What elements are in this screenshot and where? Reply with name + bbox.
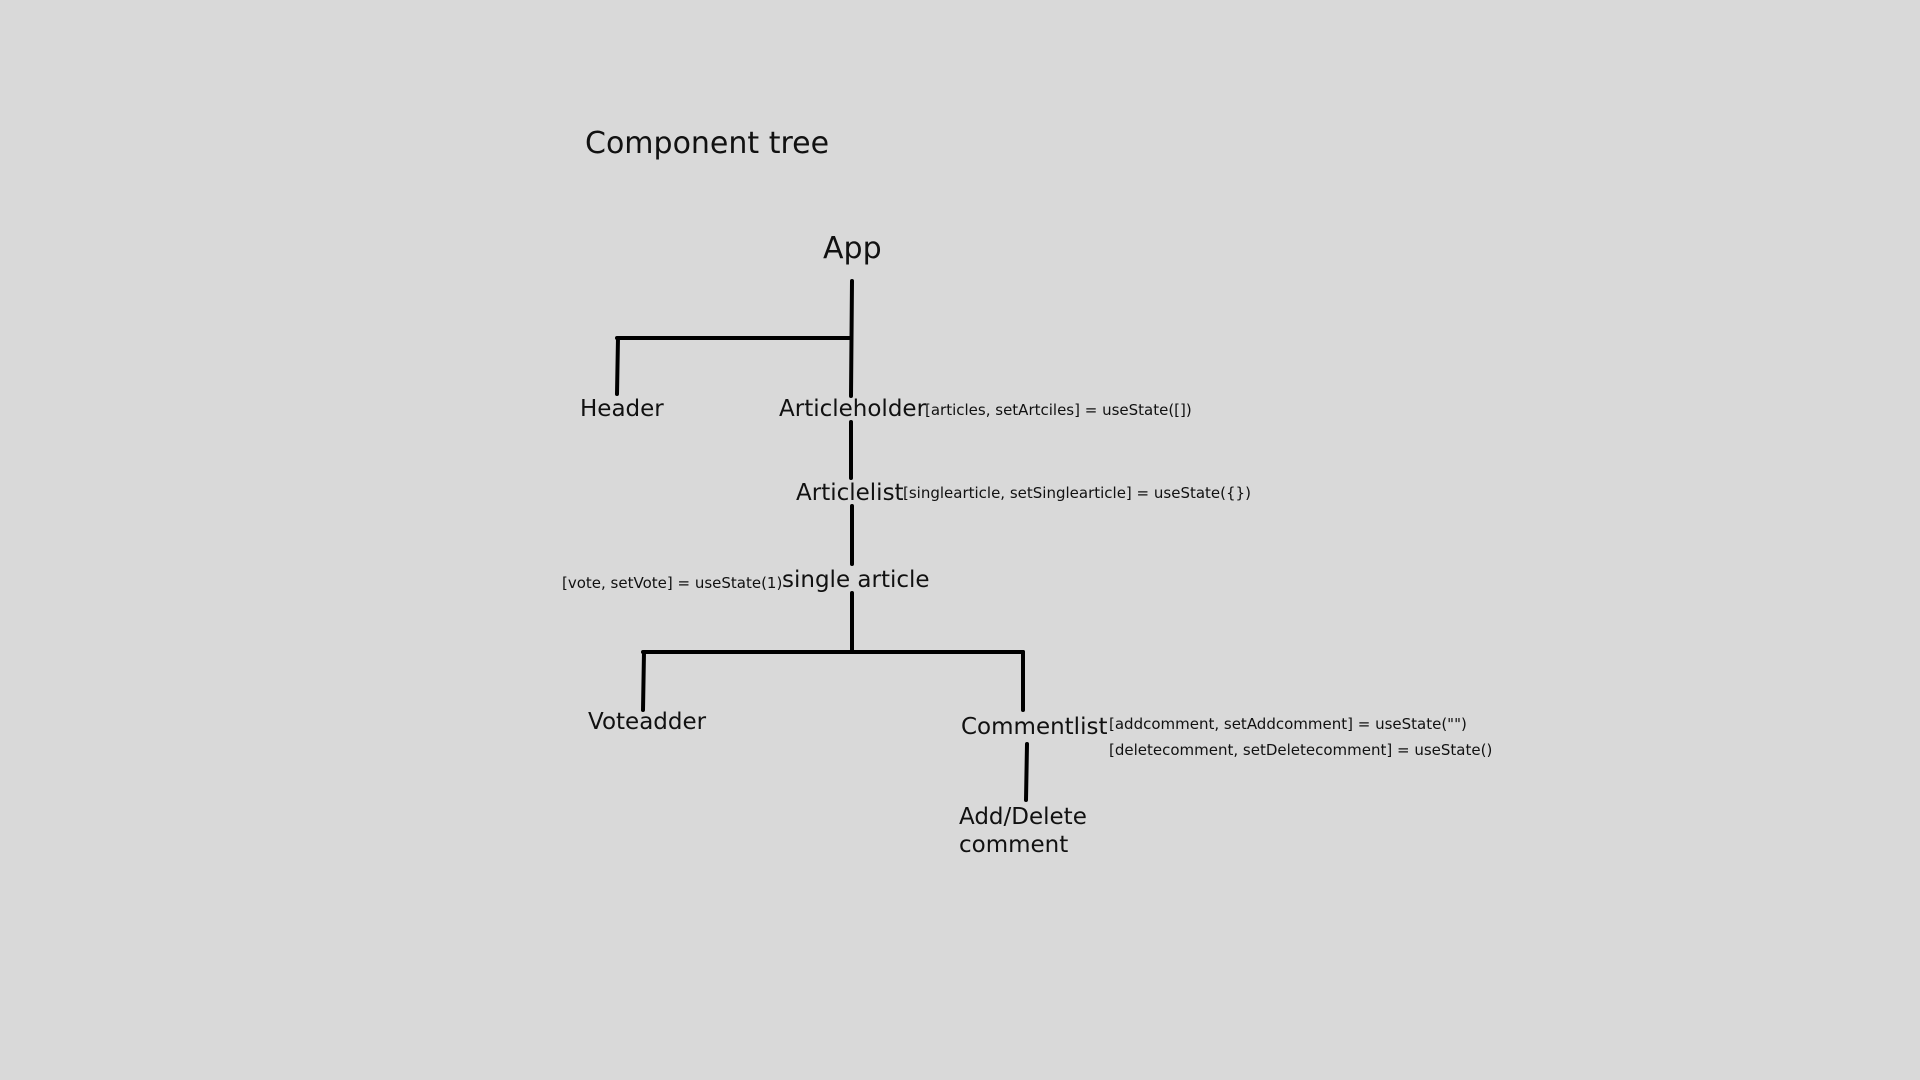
- connector-header-drop: [615, 336, 620, 396]
- state-note-commentlist-delete: [deletecomment, setDeletecomment] = useS…: [1109, 741, 1493, 759]
- diagram-title: Component tree: [585, 126, 830, 161]
- state-note-articleholder: [articles, setArtciles] = useState([]): [925, 401, 1192, 419]
- connector-voteadder-drop: [641, 650, 646, 712]
- state-note-commentlist-add: [addcomment, setAddcomment] = useState("…: [1109, 715, 1467, 733]
- node-single-article: single article: [782, 567, 930, 593]
- node-commentlist: Commentlist: [961, 714, 1108, 740]
- connector-commentlist-add-delete: [1024, 742, 1029, 802]
- node-add-delete-comment-line2: comment: [959, 832, 1069, 858]
- node-voteadder: Voteadder: [588, 709, 707, 735]
- node-articlelist: Articlelist: [796, 480, 904, 506]
- state-note-articlelist: [singlearticle, setSinglearticle] = useS…: [903, 484, 1251, 502]
- node-app: App: [823, 231, 882, 266]
- node-add-delete-comment: Add/Delete comment: [959, 803, 1087, 859]
- node-header: Header: [580, 396, 664, 422]
- node-add-delete-comment-line1: Add/Delete: [959, 804, 1087, 830]
- state-note-single-article: [vote, setVote] = useState(1): [562, 574, 783, 592]
- node-articleholder: Articleholder: [779, 396, 927, 422]
